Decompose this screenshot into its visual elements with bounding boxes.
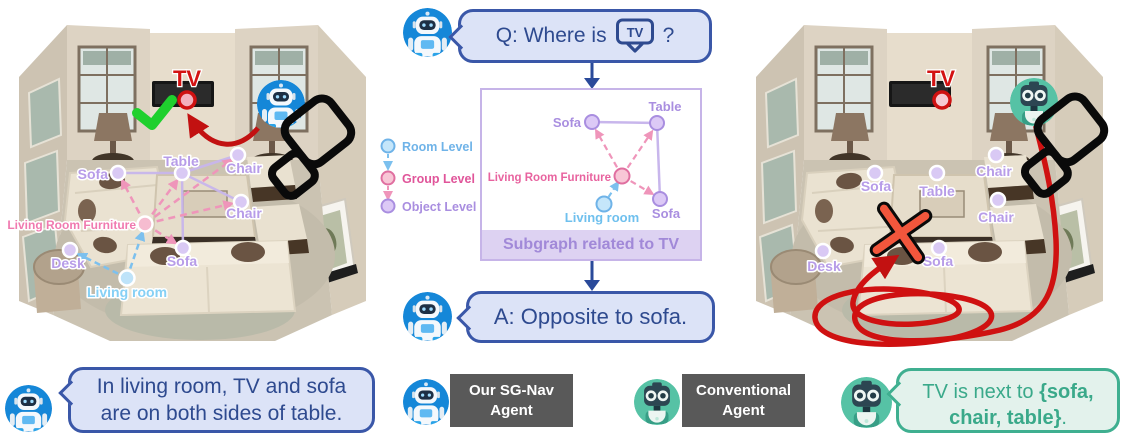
sgnav-robot-icon (5, 385, 52, 432)
legend-object-level: Object Level (402, 200, 476, 214)
conventional-summary-bubble: TV is next to {sofa, chair, table}. (886, 368, 1120, 433)
success-path-arrow (187, 113, 260, 147)
label-group: Living Room Furniture (7, 218, 136, 232)
conventional-agent-label: Conventional Agent (695, 382, 791, 419)
label-chair2: Chair (226, 205, 262, 221)
right-room-overlay: Sofa Table Chair Chair Desk Sofa TV (806, 65, 1115, 347)
node-desk (61, 241, 79, 259)
label-room: Living room (565, 210, 639, 225)
label-sofa1: Sofa (861, 178, 892, 194)
question-prefix: Q: Where is (495, 24, 607, 47)
sgnav-robot-icon (403, 8, 452, 57)
object-edges (118, 153, 242, 249)
group-level-node-icon (380, 170, 396, 186)
node-sofa1 (584, 114, 600, 130)
object-edges (591, 120, 662, 200)
label-desk: Desk (807, 258, 841, 274)
node-sofa1 (109, 164, 127, 182)
node-sofa2 (174, 239, 192, 257)
tv-icon: TV (615, 18, 654, 53)
conventional-robot-icon (1010, 78, 1058, 126)
node-sofa2 (930, 239, 948, 257)
room-edges (76, 229, 146, 280)
sgnav-summary-bubble: In living room, TV and sofa are on both … (58, 367, 375, 433)
label-chair1: Chair (226, 160, 262, 176)
subgraph-title: Subgraph related to TV (482, 230, 700, 259)
label-chair1: Chair (976, 163, 1012, 179)
node-chair1 (229, 146, 247, 164)
node-chair2 (232, 193, 250, 211)
answer-bubble: A: Opposite to sofa. (456, 291, 715, 343)
label-sofa2: Sofa (923, 253, 954, 269)
sgnav-robot-icon (403, 292, 452, 341)
label-room: Living room (87, 284, 167, 300)
label-table: Table (649, 99, 682, 114)
answer-text: A: Opposite to sofa. (493, 304, 688, 329)
node-room (118, 269, 136, 287)
label-sofa1: Sofa (78, 166, 109, 182)
summary-suffix: . (1061, 407, 1067, 429)
label-group: Living Room Furniture (488, 172, 611, 184)
label-table: Table (919, 183, 955, 199)
room-level-node-icon (380, 138, 396, 154)
question-text: Q: Where is TV ? (495, 18, 675, 54)
label-sofa2: Sofa (652, 206, 681, 221)
legend: Room Level Group Level Object Level (380, 138, 476, 214)
tv-label: TV (927, 66, 955, 91)
sgnav-robot-icon (403, 379, 449, 425)
legend-group-level: Group Level (402, 172, 475, 186)
cross-icon (869, 201, 933, 265)
label-desk: Desk (51, 255, 85, 271)
subgraph-panel: Sofa Table Living Room Furniture Living … (480, 88, 702, 261)
subgraph-graphic: Sofa Table Living Room Furniture Living … (488, 99, 682, 225)
summary-objects: {sofa, chair, table} (949, 381, 1094, 429)
node-room (595, 195, 613, 213)
conventional-robot-icon (841, 377, 892, 428)
node-desk (814, 242, 832, 260)
sgnav-agent-chip: Our SG-Nav Agent (450, 374, 573, 427)
sgnav-agent-label: Our SG-Nav Agent (468, 382, 555, 419)
node-table (173, 164, 191, 182)
summary-prefix: TV is next to (922, 381, 1040, 403)
label-sofa1: Sofa (553, 115, 582, 130)
conventional-agent-chip: Conventional Agent (682, 374, 805, 427)
node-chair1 (987, 146, 1005, 164)
arrow-down-icon (584, 63, 600, 89)
label-table: Table (163, 153, 199, 169)
tv-label: TV (173, 66, 201, 91)
tv-marker-dot (932, 90, 952, 110)
question-bubble: Q: Where is TV ? (448, 9, 712, 63)
node-group (613, 167, 631, 185)
left-room-overlay: Sofa Table Chair Chair Living Room Furni… (6, 65, 362, 302)
tv-marker-dot (177, 90, 197, 110)
checkmark-icon (132, 95, 177, 130)
label-chair2: Chair (978, 209, 1014, 225)
question-suffix: ? (662, 24, 675, 47)
node-group (136, 215, 154, 233)
node-chair2 (989, 191, 1007, 209)
conventional-robot-icon (634, 379, 680, 425)
label-sofa2: Sofa (167, 253, 198, 269)
conventional-summary-text: TV is next to {sofa, chair, table}. (922, 381, 1093, 429)
tv-icon-text: TV (626, 25, 643, 40)
object-level-node-icon (380, 198, 396, 214)
node-table (649, 115, 665, 131)
sgnav-summary-text: In living room, TV and sofa are on both … (96, 374, 347, 425)
tangled-path (812, 124, 1059, 347)
legend-room-level: Room Level (402, 140, 473, 154)
arrow-down-icon (584, 261, 600, 291)
node-table (928, 164, 946, 182)
node-sofa2 (652, 191, 668, 207)
node-sofa1 (866, 164, 884, 182)
